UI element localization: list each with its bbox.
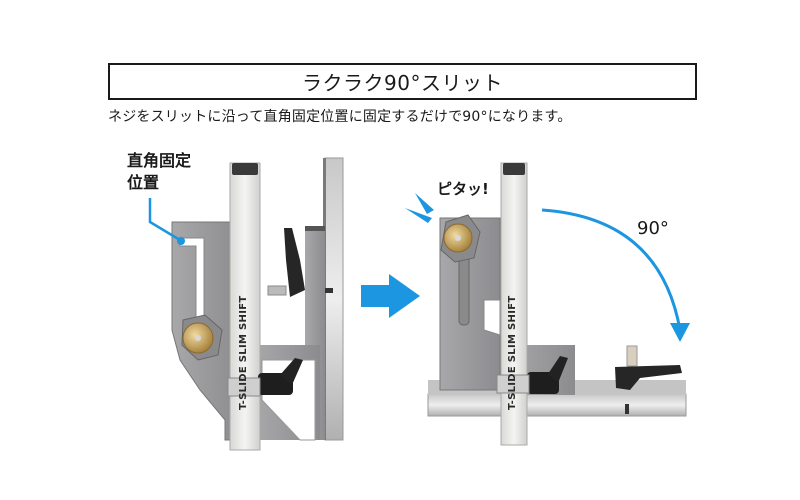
- ruler-label-left: T-SLIDE SLIM SHIFT: [238, 295, 249, 410]
- left-tool-illustration: [171, 157, 344, 451]
- callout-line-icon: [148, 198, 181, 242]
- impact-lines-icon: [405, 193, 434, 223]
- callout-line2: 位置: [127, 173, 160, 192]
- curved-arrow-icon: [541, 208, 682, 331]
- description-text: ネジをスリットに沿って直角固定位置に固定するだけで90°になります。: [108, 109, 572, 125]
- page-title: ラクラク90°スリット: [302, 71, 503, 95]
- right-tool-illustration: [427, 162, 687, 446]
- callout-line1: 直角固定: [127, 151, 192, 170]
- ruler-label-right: T-SLIDE SLIM SHIFT: [507, 295, 518, 410]
- angle-label: 90°: [637, 218, 669, 239]
- pita-sound-label: ピタッ!: [437, 180, 489, 198]
- title-box: ラクラク90°スリット: [108, 63, 697, 100]
- right-arrow-icon: [361, 274, 420, 318]
- callout-right-angle-position: 直角固定 位置: [127, 150, 191, 194]
